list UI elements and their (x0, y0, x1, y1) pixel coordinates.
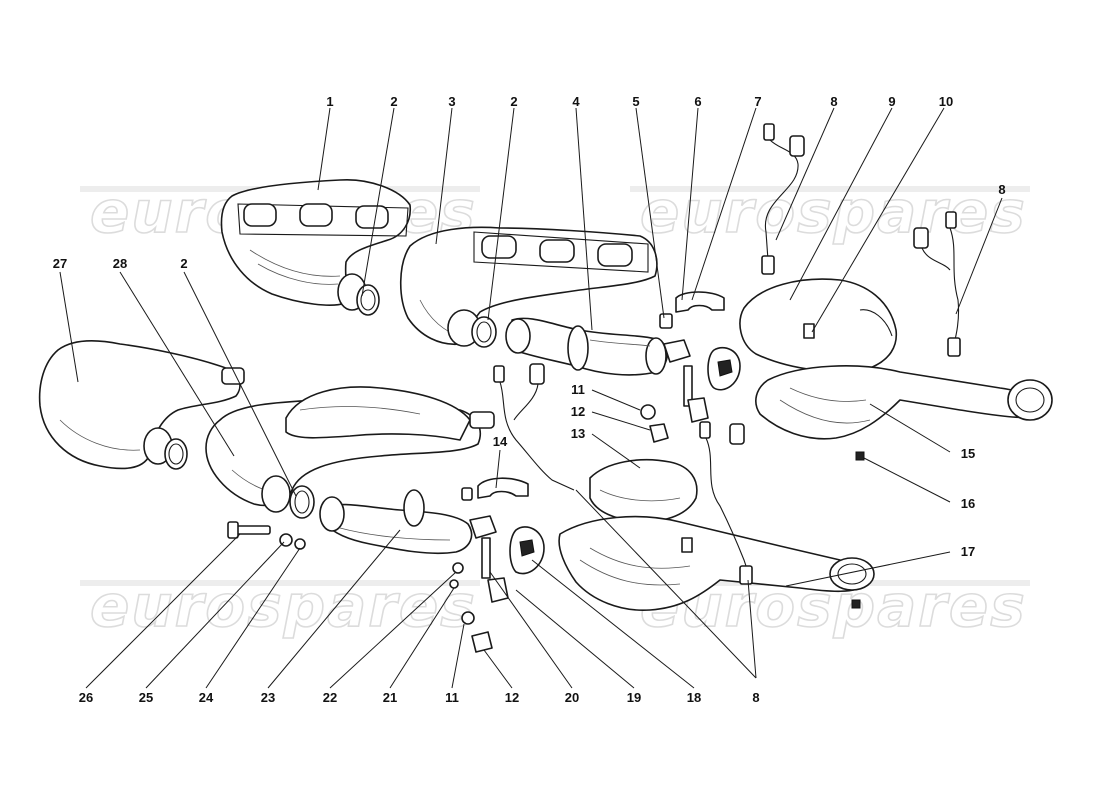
callout-labels: 1 2 3 2 4 5 6 7 8 9 10 8 27 28 2 11 12 1… (53, 94, 1006, 705)
watermark-top-right: eurospares (640, 178, 1027, 246)
leader-lines (59, 107, 1003, 689)
callout-21: 21 (383, 690, 397, 705)
parts-drawing (38, 123, 1053, 653)
callout-28: 28 (113, 256, 127, 271)
callout-8: 8 (998, 182, 1005, 197)
callout-25: 25 (139, 690, 153, 705)
callout-14: 14 (493, 434, 508, 449)
intermediate-pipe-upper (505, 317, 668, 376)
callout-24: 24 (199, 690, 214, 705)
catalytic-converter-lower (558, 458, 875, 611)
callout-19: 19 (627, 690, 641, 705)
watermark-bottom-right: eurospares (640, 572, 1027, 640)
catalytic-converter-upper (739, 278, 1053, 461)
bolt-washer-nut (227, 521, 306, 550)
exhaust-manifold-left (38, 340, 245, 470)
oxygen-sensor-lower-a (493, 363, 575, 491)
oxygen-sensor-upper-a (761, 123, 805, 275)
callout-23: 23 (261, 690, 275, 705)
callout-2: 2 (510, 94, 517, 109)
callout-20: 20 (565, 690, 579, 705)
callout-9: 9 (888, 94, 895, 109)
nut-washer-upper (640, 404, 669, 443)
callout-13: 13 (571, 426, 585, 441)
watermark-bottom-left: eurospares (90, 572, 477, 640)
callout-6: 6 (694, 94, 701, 109)
callout-8: 8 (752, 690, 759, 705)
callout-15: 15 (961, 446, 975, 461)
clamp-upper (659, 291, 741, 423)
callout-2: 2 (180, 256, 187, 271)
callout-10: 10 (939, 94, 953, 109)
callout-5: 5 (632, 94, 639, 109)
callout-7: 7 (754, 94, 761, 109)
callout-11: 11 (445, 690, 459, 705)
callout-17: 17 (961, 544, 975, 559)
callout-3: 3 (448, 94, 455, 109)
callout-8: 8 (830, 94, 837, 109)
callout-16: 16 (961, 496, 975, 511)
callout-26: 26 (79, 690, 93, 705)
callout-4: 4 (572, 94, 580, 109)
callout-2: 2 (390, 94, 397, 109)
oxygen-sensor-lower-b (699, 421, 753, 585)
exhaust-manifold-upper-left (220, 179, 412, 316)
callout-11: 11 (571, 382, 585, 397)
callout-22: 22 (323, 690, 337, 705)
callout-12: 12 (571, 404, 585, 419)
callout-12: 12 (505, 690, 519, 705)
watermark-bar (630, 186, 1030, 192)
watermark-bar (80, 580, 480, 586)
callout-27: 27 (53, 256, 67, 271)
intermediate-pipe-lower (319, 489, 473, 555)
exhaust-manifold-upper-center (399, 226, 658, 348)
callout-1: 1 (326, 94, 333, 109)
oxygen-sensor-upper-b (913, 211, 961, 357)
callout-18: 18 (687, 690, 701, 705)
exhaust-manifold-lower (205, 386, 495, 519)
clamp-lower (449, 477, 545, 653)
